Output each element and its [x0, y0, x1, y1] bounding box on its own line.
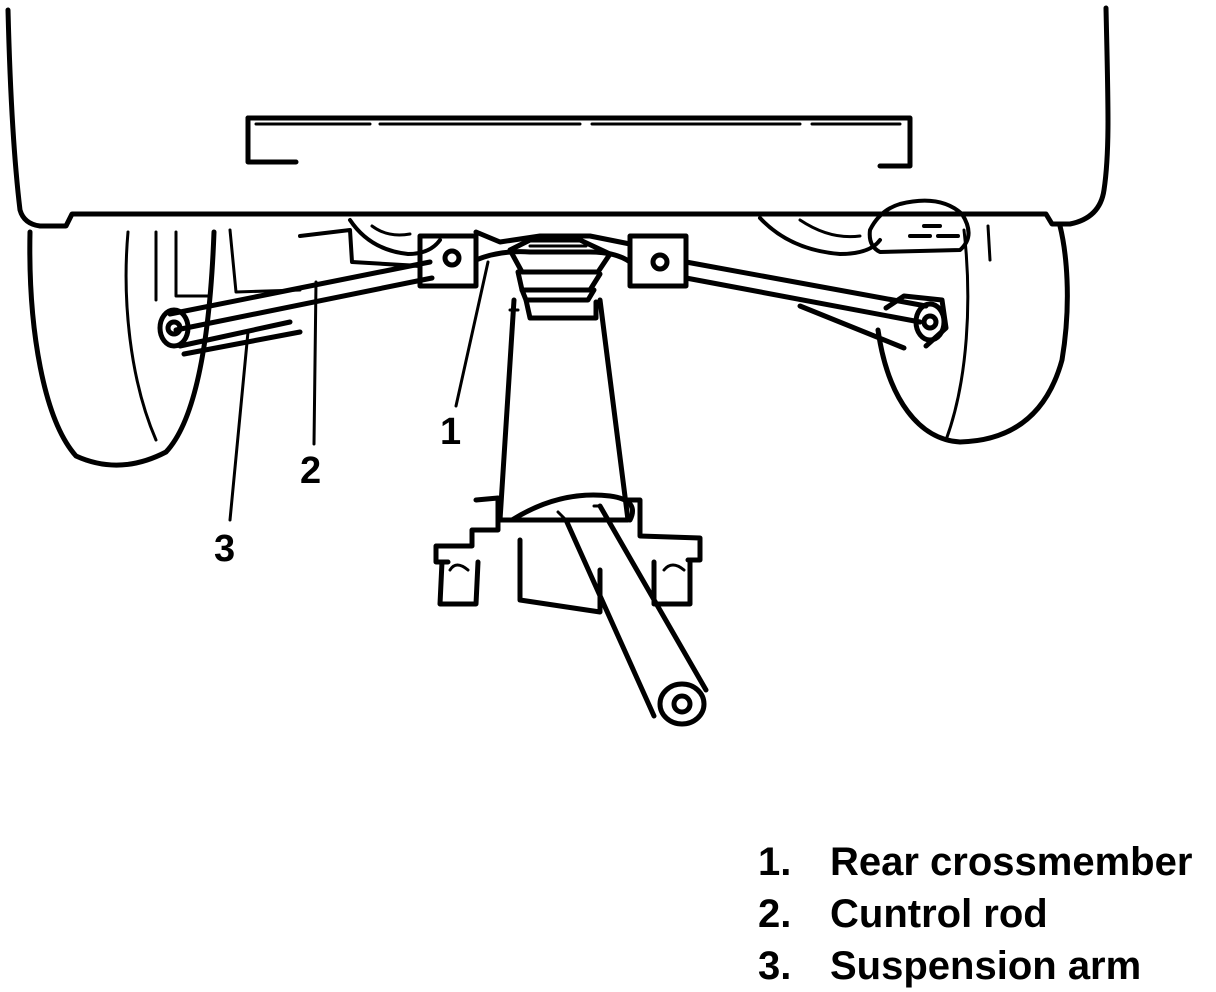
legend-number: 1. [758, 839, 792, 884]
legend-item: 2. Cuntrol rod [758, 888, 1192, 940]
rear-crossmember [417, 229, 689, 289]
floor-jack [433, 237, 709, 727]
right-underbody-details [758, 198, 971, 256]
leader-line-1 [454, 260, 490, 408]
callout-1-label: 1 [440, 411, 462, 453]
legend-text: Suspension arm [830, 943, 1142, 988]
right-suspension-arm [683, 259, 949, 351]
right-tire [875, 223, 1070, 445]
left-tire [27, 229, 217, 468]
legend-item: 3. Suspension arm [758, 940, 1192, 992]
vehicle-body [5, 5, 1111, 229]
callout-3-label: 3 [214, 528, 236, 570]
legend-text: Cuntrol rod [830, 891, 1048, 936]
legend-text: Rear crossmember [830, 839, 1193, 884]
legend: 1. Rear crossmember 2. Cuntrol rod 3. Su… [758, 836, 1192, 992]
leader-lines [228, 260, 490, 522]
legend-number: 3. [758, 943, 792, 988]
leader-line-2 [312, 280, 318, 446]
left-suspension-arm [157, 259, 435, 357]
rear-bumper [245, 115, 913, 169]
legend-item: 1. Rear crossmember [758, 836, 1192, 888]
leader-line-3 [228, 330, 250, 522]
legend-number: 2. [758, 891, 792, 936]
callout-2-label: 2 [300, 450, 322, 492]
